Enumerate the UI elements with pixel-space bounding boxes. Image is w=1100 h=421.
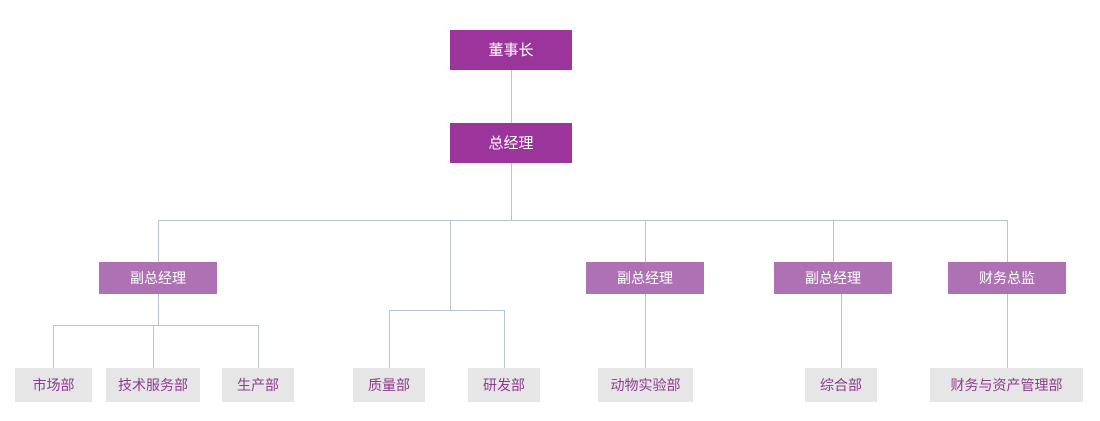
connector-vp1-to-tech-service [153, 325, 154, 368]
org-node-general-manager[interactable]: 总经理 [450, 123, 572, 163]
connector-chairman-to-gm [511, 70, 512, 123]
connector-mid-sub-bus [389, 310, 504, 311]
org-node-dept-rd[interactable]: 研发部 [468, 368, 540, 402]
org-node-dept-tech-service[interactable]: 技术服务部 [106, 368, 200, 402]
connector-bus-to-cfo [1007, 220, 1008, 262]
org-node-vp-2[interactable]: 副总经理 [586, 262, 704, 294]
connector-bus-to-branch-mid [450, 220, 451, 310]
connector-bus-to-vp-3 [833, 220, 834, 262]
org-node-dept-quality[interactable]: 质量部 [353, 368, 425, 402]
org-node-dept-animal-lab[interactable]: 动物实验部 [598, 368, 693, 402]
connector-bus-to-vp-2 [645, 220, 646, 262]
org-node-cfo[interactable]: 财务总监 [948, 262, 1066, 294]
connector-mid-to-rd [504, 310, 505, 368]
org-node-dept-production[interactable]: 生产部 [222, 368, 294, 402]
org-node-dept-finance-asset[interactable]: 财务与资产管理部 [930, 368, 1083, 402]
connector-main-bus [158, 220, 1008, 221]
connector-vp1-drop [158, 294, 159, 325]
org-node-chairman[interactable]: 董事长 [450, 30, 572, 70]
org-node-dept-marketing[interactable]: 市场部 [15, 368, 92, 402]
connector-vp2-to-animal-lab [645, 294, 646, 368]
connector-cfo-to-finance-asset [1007, 294, 1008, 368]
connector-vp3-to-general-affairs [841, 294, 842, 368]
org-node-dept-general-affairs[interactable]: 综合部 [805, 368, 877, 402]
connector-gm-drop-to-bus [511, 163, 512, 220]
connector-vp1-to-production [258, 325, 259, 368]
connector-vp1-sub-bus [53, 325, 258, 326]
org-node-vp-1[interactable]: 副总经理 [99, 262, 217, 294]
connector-bus-to-vp-1 [158, 220, 159, 262]
connector-vp1-to-marketing [53, 325, 54, 368]
connector-mid-to-quality [389, 310, 390, 368]
org-node-vp-3[interactable]: 副总经理 [774, 262, 892, 294]
